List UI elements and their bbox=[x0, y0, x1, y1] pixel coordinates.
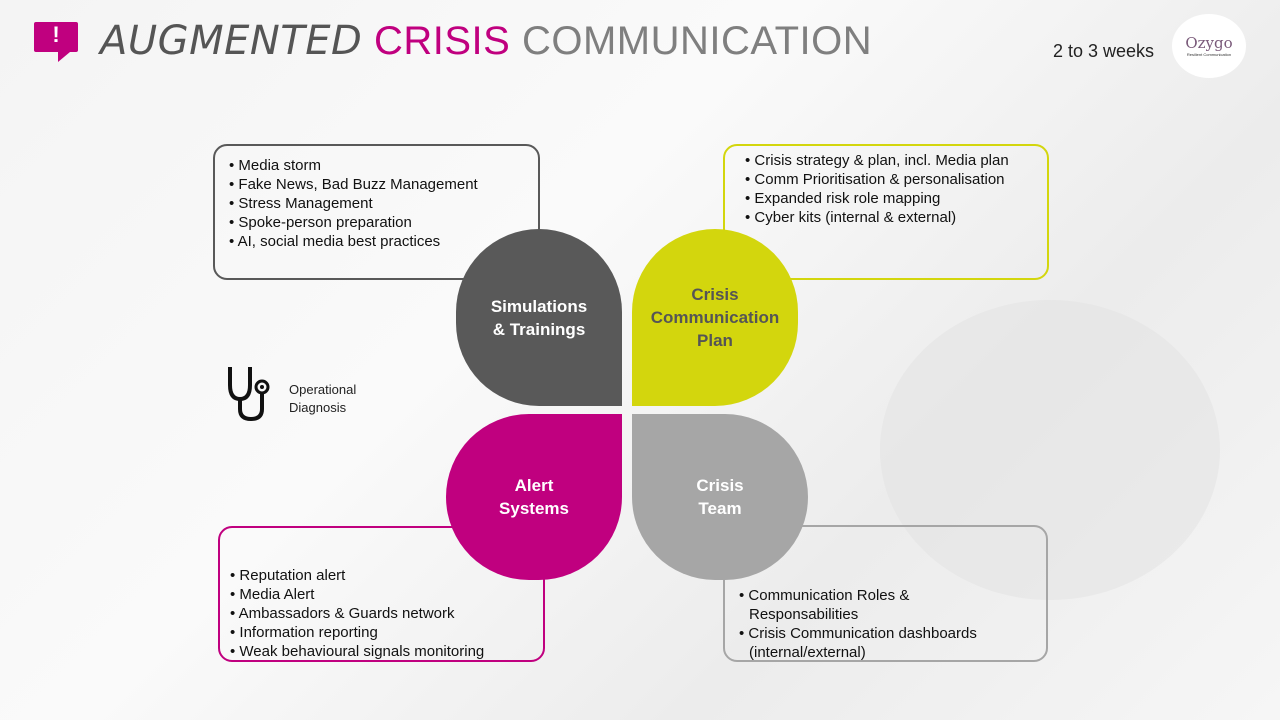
list-item: AI, social media best practices bbox=[229, 232, 524, 251]
petal-simulations[interactable]: Simulations & Trainings bbox=[456, 229, 622, 406]
alert-box: Reputation alertMedia AlertAmbassadors &… bbox=[218, 526, 545, 662]
team-box: Communication Roles & ResponsabilitiesCr… bbox=[723, 525, 1048, 662]
petal-label: Alert bbox=[514, 476, 554, 495]
logo-name: Ozygo bbox=[1185, 34, 1233, 52]
list-item: Media Alert bbox=[230, 585, 535, 604]
list-item: Communication Roles & Responsabilities bbox=[739, 586, 1006, 624]
list-item: Fake News, Bad Buzz Management bbox=[229, 175, 524, 194]
petal-label: Crisis bbox=[691, 285, 739, 304]
list-item: Crisis Communication dashboards (interna… bbox=[739, 624, 1006, 662]
title-part1: AUGMENTED bbox=[100, 18, 363, 64]
list-item: Comm Prioritisation & personalisation bbox=[745, 170, 1041, 189]
petal-label: Plan bbox=[697, 331, 733, 350]
list-item: Information reporting bbox=[230, 623, 535, 642]
page-title: AUGMENTED CRISIS COMMUNICATION bbox=[100, 18, 872, 64]
plan-box: Crisis strategy & plan, incl. Media plan… bbox=[723, 144, 1049, 280]
list-item: Stress Management bbox=[229, 194, 524, 213]
list-item: Media storm bbox=[229, 156, 524, 175]
list-item: Weak behavioural signals monitoring bbox=[230, 642, 535, 661]
stethoscope-icon bbox=[228, 367, 270, 422]
duration-label: 2 to 3 weeks bbox=[1053, 41, 1155, 61]
petal-label: Systems bbox=[499, 499, 569, 518]
logo-tagline: Resilient Communication bbox=[1186, 52, 1232, 57]
diagnosis-line: Diagnosis bbox=[289, 400, 347, 415]
petal-label: Simulations bbox=[490, 296, 588, 316]
petal-label: Communication bbox=[650, 308, 780, 327]
background-shape bbox=[880, 300, 1220, 600]
list-item: Spoke-person preparation bbox=[229, 213, 524, 232]
title-part3: COMMUNICATION bbox=[521, 19, 873, 63]
title-part2: CRISIS bbox=[373, 19, 511, 63]
list-item: Expanded risk role mapping bbox=[745, 189, 1041, 208]
exclamation-speech-bubble-icon: ! bbox=[34, 22, 78, 62]
simulations-box: Media stormFake News, Bad Buzz Managemen… bbox=[213, 144, 540, 280]
petal-label: & Trainings bbox=[492, 319, 586, 339]
list-item: Crisis strategy & plan, incl. Media plan bbox=[745, 151, 1041, 170]
list-item: Ambassadors & Guards network bbox=[230, 604, 535, 623]
petal-label: Team bbox=[698, 499, 742, 518]
list-item: Reputation alert bbox=[230, 566, 535, 585]
petal-label: Crisis bbox=[696, 476, 744, 495]
diagnosis-line: Operational bbox=[289, 382, 357, 397]
list-item: Cyber kits (internal & external) bbox=[745, 208, 1041, 227]
